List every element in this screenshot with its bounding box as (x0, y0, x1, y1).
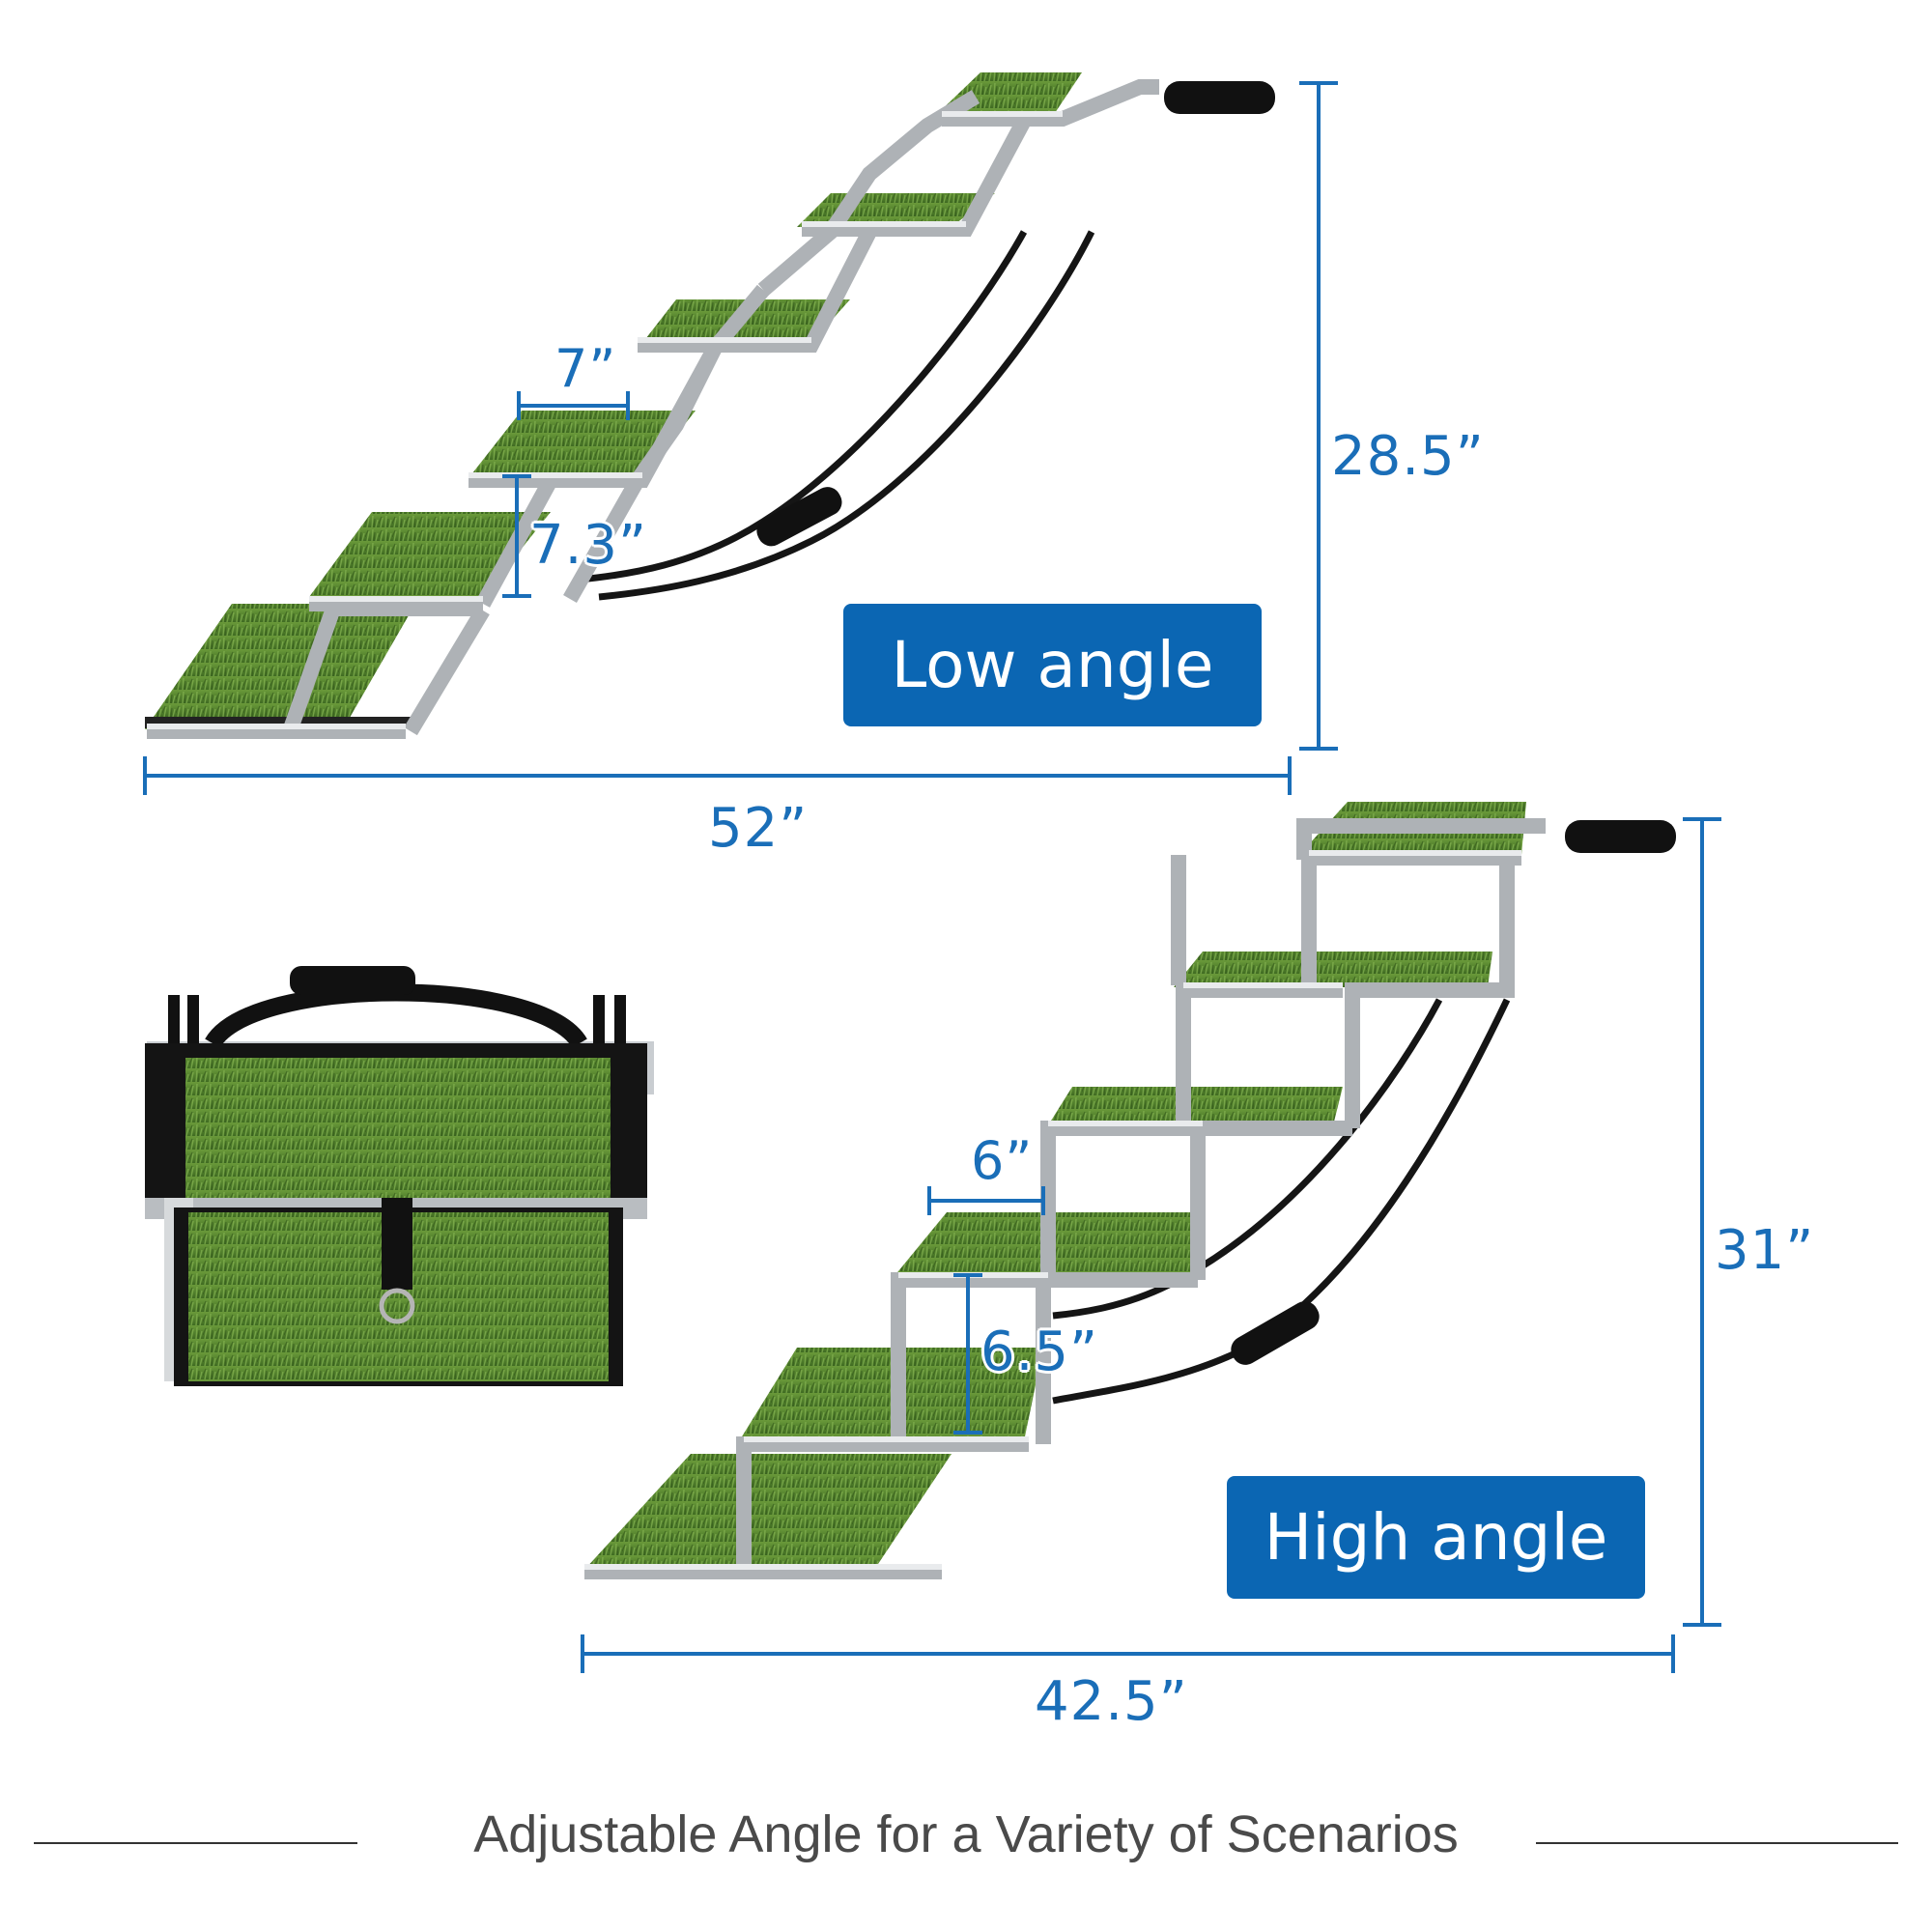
strap-pad (756, 487, 842, 547)
high-angle-stairs-image (584, 802, 1676, 1579)
low-height-label: 28.5” (1331, 425, 1485, 488)
strap (598, 230, 1095, 601)
low-angle-badge: Low angle (843, 604, 1262, 726)
folded-box-image (145, 966, 654, 1386)
low-frame-highlight (147, 111, 1063, 729)
footer-caption: Adjustable Angle for a Variety of Scenar… (473, 1805, 1459, 1863)
high-frame-highlight (584, 850, 1521, 1570)
low-handle (1164, 81, 1275, 114)
strap (1052, 998, 1443, 1320)
footer-rule-right (1536, 1842, 1898, 1844)
strap (579, 230, 1028, 583)
footer-rule-left (34, 1842, 357, 1844)
low-angle-stairs-image (145, 72, 1275, 739)
high-frame (584, 818, 1546, 1579)
strap-pad (1231, 1301, 1320, 1365)
high-handle (1565, 820, 1676, 853)
high-length-label: 42.5” (1035, 1670, 1188, 1733)
high-step-rise-label: 6.5” (980, 1321, 1099, 1383)
high-height-label: 31” (1715, 1219, 1815, 1282)
low-step-rise-label: 7.3” (529, 514, 648, 577)
low-step-depth-label: 7” (554, 338, 617, 399)
box-carry-strap (205, 983, 587, 1049)
low-length-label: 52” (708, 797, 809, 860)
high-dimension-lines (581, 817, 1721, 1673)
high-angle-badge: High angle (1227, 1476, 1645, 1599)
low-frame (147, 79, 1159, 739)
low-dimension-lines (143, 81, 1338, 795)
high-step-depth-label: 6” (971, 1130, 1034, 1191)
